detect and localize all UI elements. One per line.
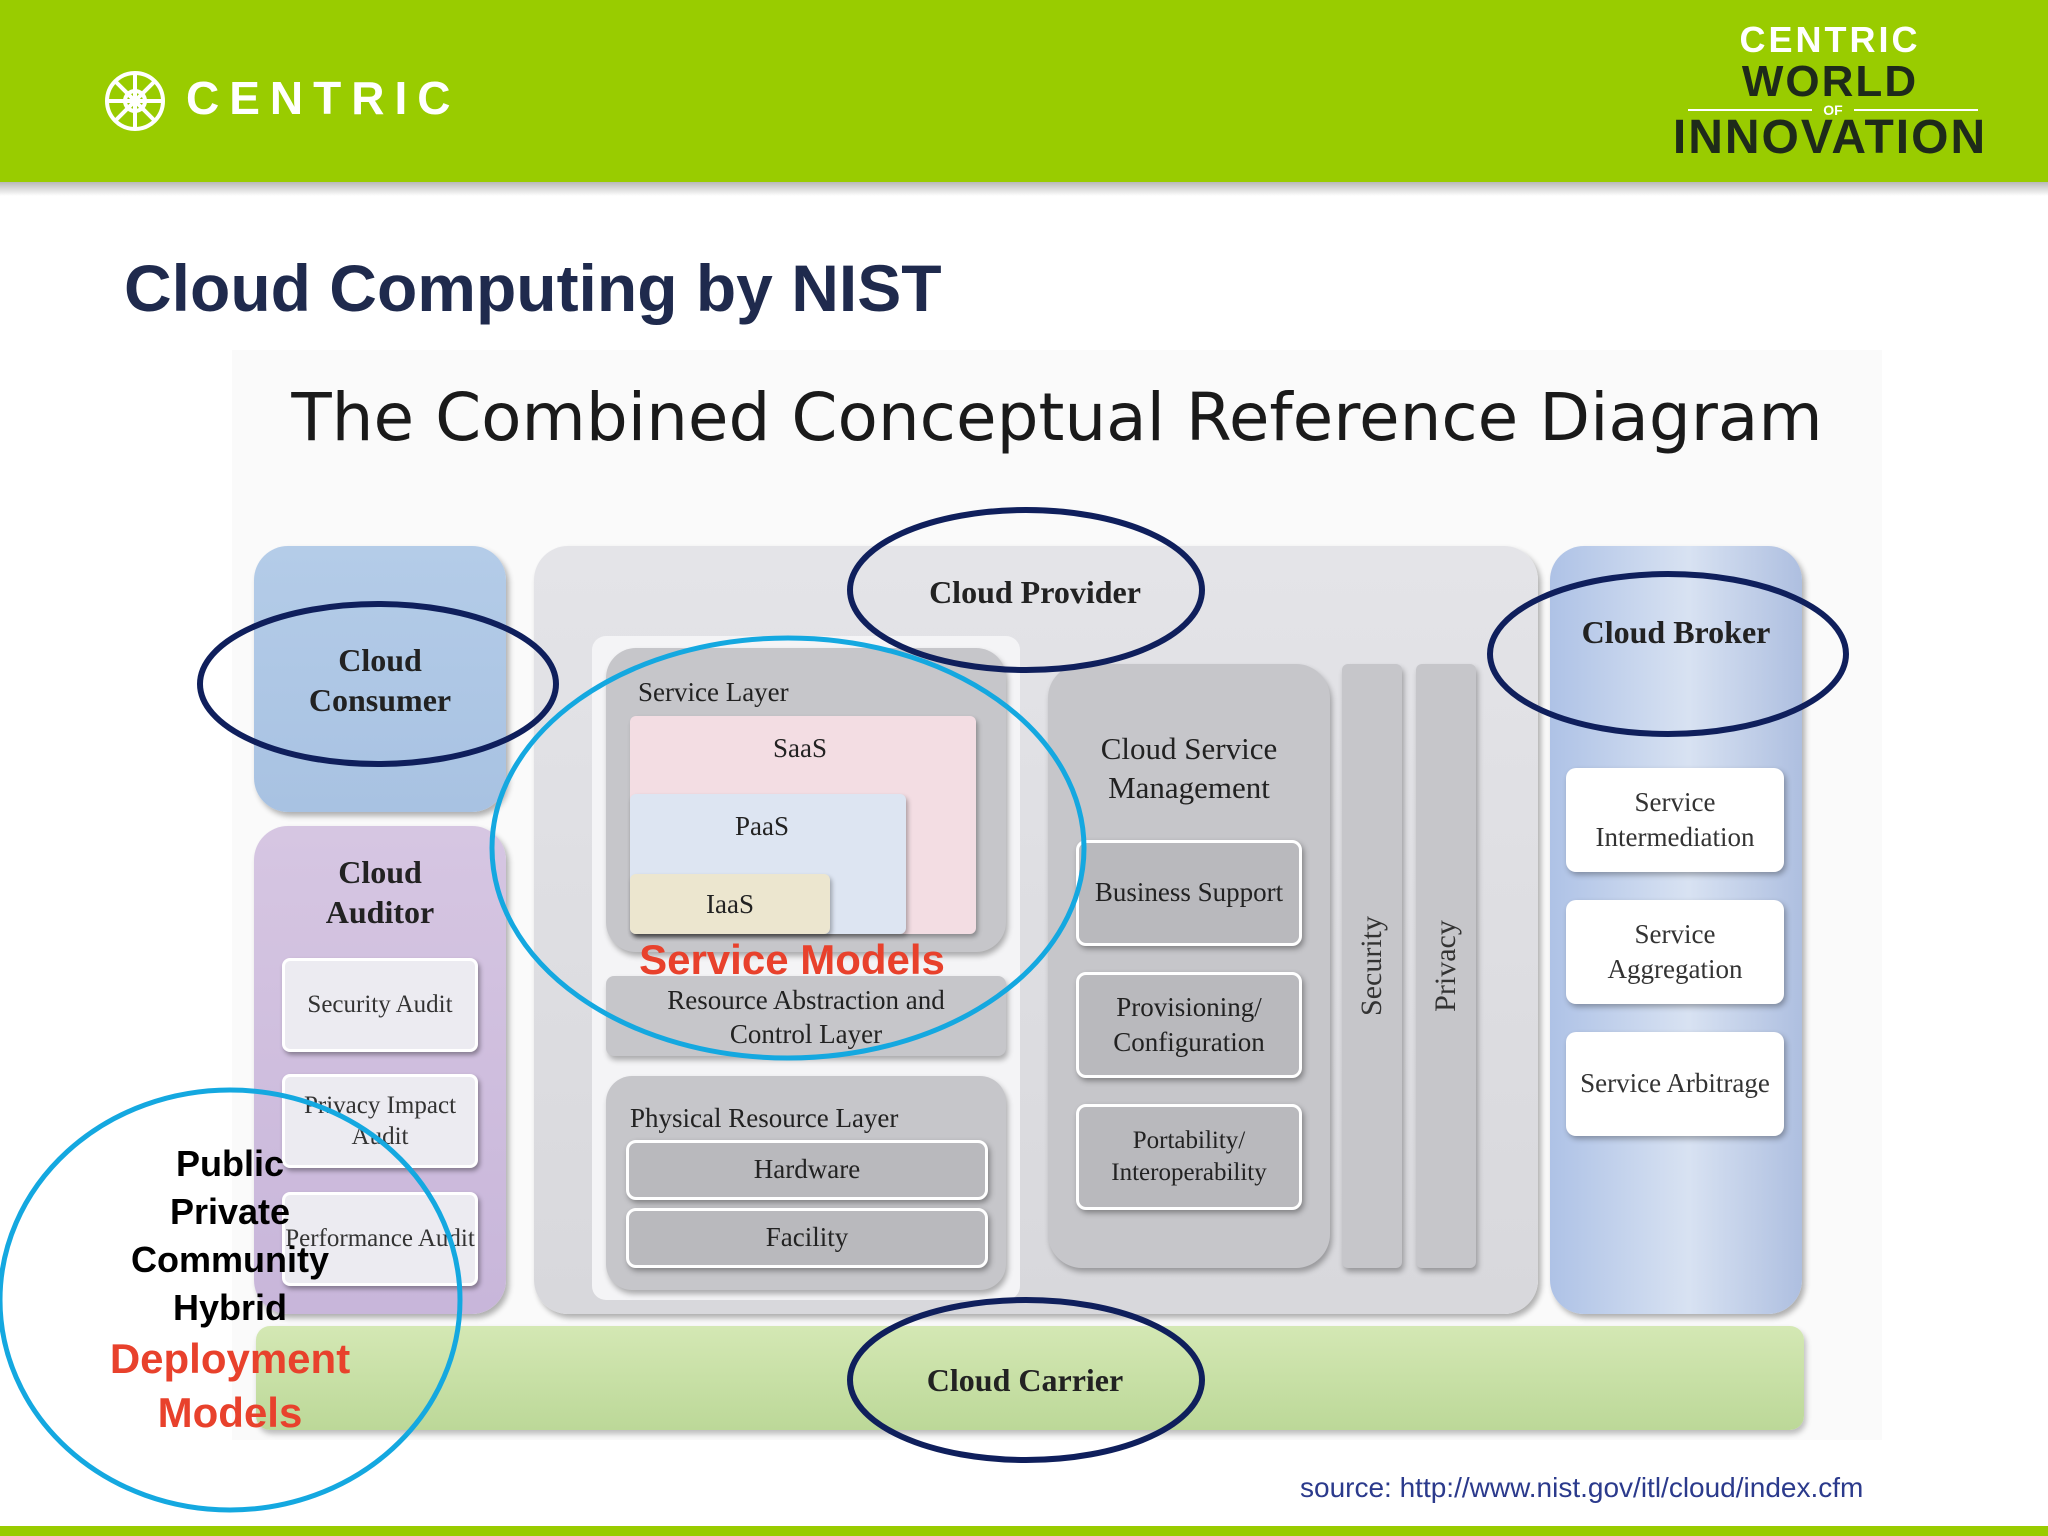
centric-logo-icon xyxy=(105,71,165,131)
portability-interoperability-box: Portability/ Interoperability xyxy=(1076,1104,1302,1210)
deployment-private: Private xyxy=(169,1191,291,1232)
wordmark-innovation: INNOVATION xyxy=(1672,111,1988,164)
deployment-models-label-2: Models xyxy=(157,1389,303,1436)
service-models-annotation: Service Models xyxy=(639,936,945,983)
cloud-consumer-label: Cloud Consumer xyxy=(308,642,452,718)
provisioning-configuration-box: Provisioning/ Configuration xyxy=(1076,972,1302,1078)
cloud-provider-label: Cloud Provider xyxy=(929,574,1141,610)
wordmark-world: WORLD xyxy=(1741,57,1919,106)
header-band xyxy=(0,0,2048,182)
iaas-label: IaaS xyxy=(706,889,754,919)
diagram-title: The Combined Conceptual Reference Diagra… xyxy=(291,379,1823,456)
service-aggregation-box: Service Aggregation xyxy=(1566,900,1784,1004)
cloud-broker-label: Cloud Broker xyxy=(1581,614,1771,650)
hardware-box: Hardware xyxy=(626,1140,988,1200)
wordmark-centric: CENTRIC xyxy=(1739,19,1921,60)
cloud-service-management-label: Cloud Service Management xyxy=(1100,731,1278,805)
cloud-auditor-label: Cloud Auditor xyxy=(325,854,435,930)
resource-abstraction-label: Resource Abstraction and Control Layer xyxy=(667,985,945,1049)
service-intermediation-box: Service Intermediation xyxy=(1566,768,1784,872)
service-layer-label: Service Layer xyxy=(638,677,789,707)
cloud-carrier-label: Cloud Carrier xyxy=(926,1362,1124,1398)
facility-box: Facility xyxy=(626,1208,988,1268)
header-shadow xyxy=(0,182,2048,196)
deployment-community: Community xyxy=(131,1239,329,1280)
bottom-rule xyxy=(0,1526,2048,1536)
deployment-models-annotation: Public Private Community Hybrid Deployme… xyxy=(80,1140,380,1440)
paas-label: PaaS xyxy=(735,811,789,841)
privacy-label: Privacy xyxy=(1429,920,1463,1012)
wordmark-rule-left xyxy=(1688,109,1812,111)
logo-text: CENTRIC xyxy=(186,72,461,124)
page-title: Cloud Computing by NIST xyxy=(124,251,942,325)
privacy-bar: Privacy xyxy=(1416,664,1476,1268)
wordmark-of: OF xyxy=(1823,102,1843,118)
business-support-box: Business Support xyxy=(1076,840,1302,946)
source-citation: source: http://www.nist.gov/itl/cloud/in… xyxy=(1300,1472,1864,1503)
saas-label: SaaS xyxy=(773,733,827,763)
deployment-public: Public xyxy=(175,1143,285,1184)
deployment-models-label-1: Deployment xyxy=(109,1335,351,1382)
deployment-hybrid: Hybrid xyxy=(172,1287,287,1328)
security-audit-box: Security Audit xyxy=(282,958,478,1052)
security-label: Security xyxy=(1355,916,1389,1016)
physical-resource-layer-label: Physical Resource Layer xyxy=(630,1103,899,1133)
wordmark-rule-right xyxy=(1854,109,1978,111)
security-bar: Security xyxy=(1342,664,1402,1268)
service-arbitrage-box: Service Arbitrage xyxy=(1566,1032,1784,1136)
